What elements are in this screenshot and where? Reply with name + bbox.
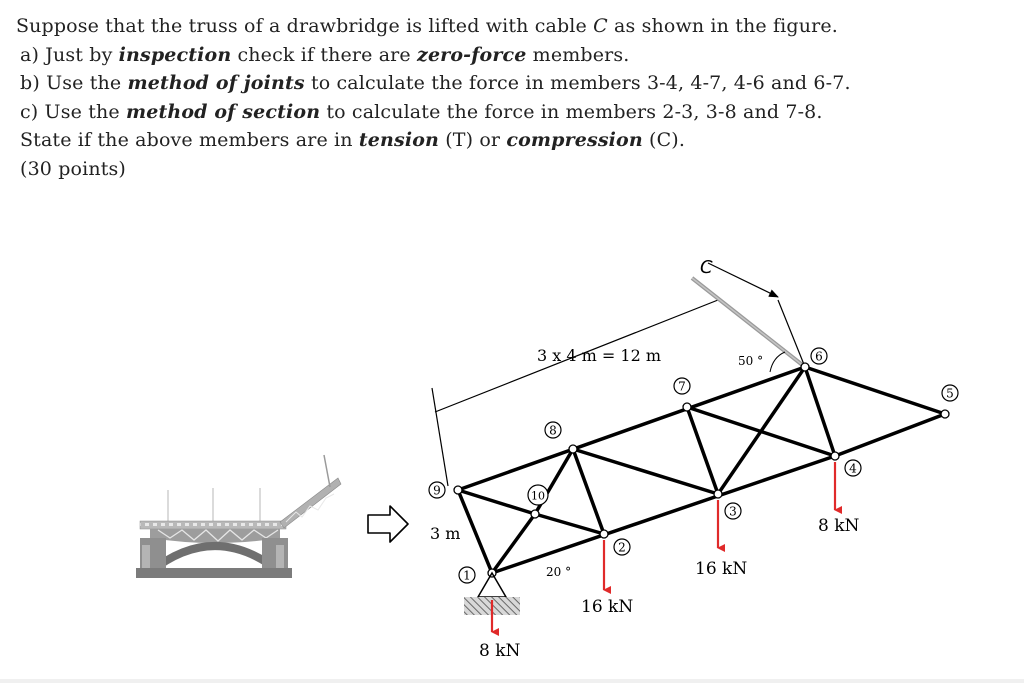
cable-label: C — [700, 257, 713, 278]
state-text-mid: (T) or — [439, 129, 507, 152]
svg-text:5: 5 — [946, 387, 954, 401]
svg-text:6: 6 — [815, 350, 823, 364]
part-a-text-end: members. — [526, 43, 630, 66]
truss-joints — [453, 362, 950, 578]
state-text-end: (C). — [642, 129, 686, 152]
node-label-1: 1 — [458, 566, 476, 584]
svg-text:1: 1 — [463, 569, 471, 583]
svg-text:9: 9 — [433, 484, 441, 498]
svg-text:3: 3 — [729, 505, 737, 519]
svg-text:7: 7 — [678, 380, 686, 394]
intro-text-end: as shown in the figure. — [607, 15, 838, 37]
span-dimension — [431, 262, 779, 487]
load-label-node2: 16 kN — [581, 597, 633, 617]
load-arrows — [490, 462, 842, 636]
height-label: 3 m — [430, 524, 460, 543]
part-a-text-mid: check if there are — [231, 43, 417, 66]
part-c-emphasis: method of section — [125, 100, 321, 123]
svg-text:8: 8 — [549, 424, 557, 438]
part-a-emphasis-inspection: inspection — [118, 43, 232, 66]
node-labels: 1 2 3 4 5 6 7 8 — [428, 347, 959, 584]
truss-members — [456, 365, 947, 575]
node-label-6: 6 — [810, 347, 828, 365]
node-label-2: 2 — [613, 538, 631, 556]
svg-text:2: 2 — [618, 541, 626, 555]
cable-angle-arc — [769, 351, 786, 373]
node-label-4: 4 — [844, 459, 862, 477]
intro-text: Suppose that the truss of a drawbridge i… — [16, 15, 594, 37]
part-b-text-end: to calculate the force in members 3-4, 4… — [304, 72, 851, 95]
cable-symbol: C — [593, 15, 608, 37]
part-a-emphasis-zero-force: zero-force — [417, 43, 527, 66]
node-label-8: 8 — [544, 421, 562, 439]
part-c-text: c) Use the — [20, 100, 126, 123]
load-label-node4: 8 kN — [818, 516, 860, 536]
load-label-left: 8 kN — [479, 641, 521, 661]
svg-text:4: 4 — [849, 462, 857, 476]
problem-intro: Suppose that the truss of a drawbridge i… — [16, 12, 1010, 41]
span-label: 3 x 4 m = 12 m — [537, 346, 661, 365]
state-text: State if the above members are in — [20, 129, 359, 152]
footer-band — [0, 679, 1024, 683]
part-b: b) Use the method of joints to calculate… — [20, 69, 1010, 98]
part-c-text-end: to calculate the force in members 2-3, 3… — [320, 100, 823, 123]
state-line: State if the above members are in tensio… — [20, 126, 1010, 155]
base-angle-label: 20 ° — [546, 565, 571, 579]
node-label-10: 10 — [527, 484, 549, 506]
node-label-7: 7 — [673, 377, 691, 395]
points-line: (30 points) — [20, 157, 126, 180]
cable-angle-label: 50 ° — [738, 354, 763, 368]
node-label-9: 9 — [428, 481, 446, 499]
state-emphasis-compression: compression — [506, 129, 643, 152]
load-label-node3: 16 kN — [695, 559, 747, 579]
state-emphasis-tension: tension — [358, 129, 439, 152]
problem-statement: Suppose that the truss of a drawbridge i… — [16, 12, 1010, 184]
drawbridge-thumbnail — [136, 454, 342, 578]
part-a-text: a) Just by — [20, 43, 119, 66]
part-b-emphasis: method of joints — [127, 72, 305, 95]
part-b-text: b) Use the — [20, 72, 128, 95]
part-c: c) Use the method of section to calculat… — [20, 98, 1010, 127]
svg-text:10: 10 — [531, 490, 545, 503]
right-arrow-icon — [367, 505, 409, 543]
part-a: a) Just by inspection check if there are… — [20, 41, 1010, 70]
node-label-3: 3 — [724, 502, 742, 520]
node-label-5: 5 — [941, 384, 959, 402]
